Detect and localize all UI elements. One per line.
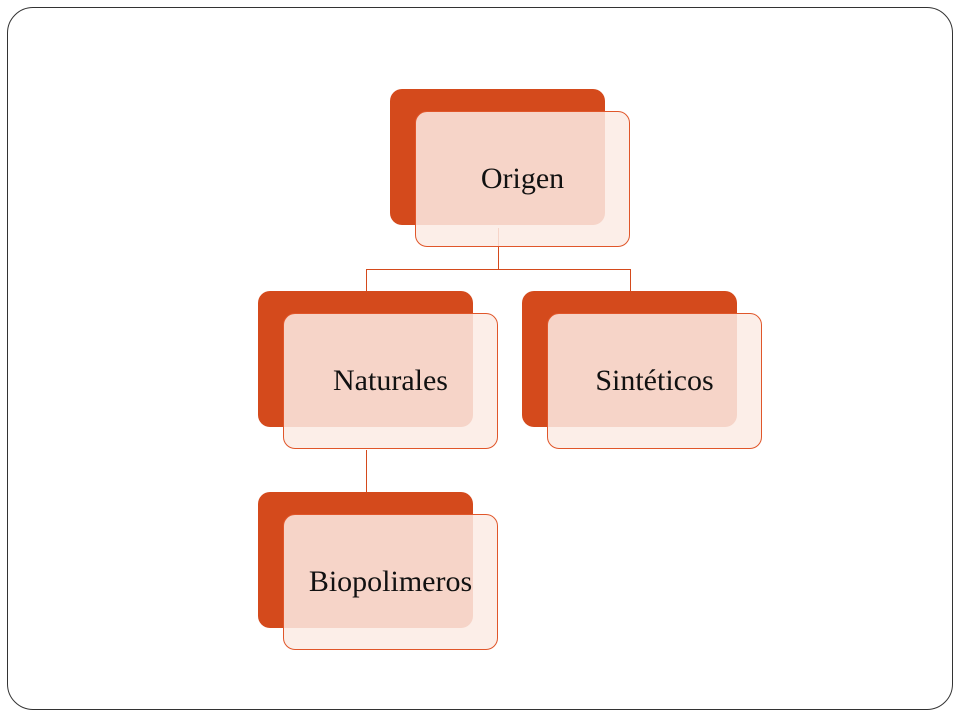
node-biopolimeros-label: Biopolimeros [308, 565, 473, 598]
node-naturales-label: Naturales [333, 364, 448, 397]
connector-to-naturales [366, 269, 367, 291]
node-sinteticos-label: Sintéticos [595, 364, 714, 397]
node-sinteticos-box: Sintéticos [547, 313, 762, 449]
node-naturales-box: Naturales [283, 313, 498, 449]
node-origen-box: Origen [415, 111, 630, 247]
node-biopolimeros-box: Biopolimeros [283, 514, 498, 650]
connector-root-stem [498, 228, 499, 270]
connector-naturales-to-biopolimeros [366, 450, 367, 492]
connector-to-sinteticos [630, 269, 631, 291]
connector-horizontal [366, 269, 631, 270]
node-origen-label: Origen [480, 162, 565, 195]
